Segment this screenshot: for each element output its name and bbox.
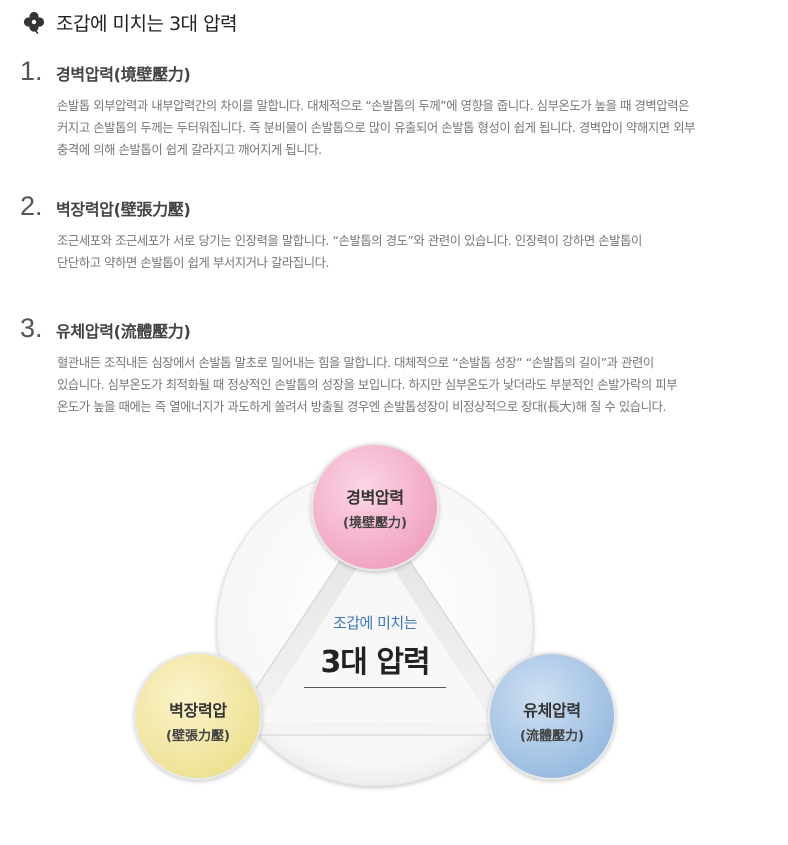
body-line: 손발톱 외부압력과 내부압력간의 차이를 말합니다. 대체적으로 “손발톱의 두…	[57, 99, 690, 113]
body-line: 단단하고 약하면 손발톱이 쉽게 부서지거나 갈라집니다.	[57, 256, 330, 270]
body-line: 충격에 의해 손발톱이 쉽게 갈라지고 깨어지게 됩니다.	[57, 143, 322, 157]
center-subtitle: 조갑에 미치는	[332, 614, 418, 632]
label-top-hanja: (境壁壓力)	[343, 516, 407, 531]
center-label: 조갑에 미치는 3대 압력	[290, 612, 460, 688]
label-left-title: 벽장력압	[169, 701, 227, 720]
section-body: 조근세포와 조근세포가 서로 당기는 인장력을 말합니다. “손발톱의 경도”와…	[57, 230, 775, 274]
center-title: 3대 압력	[320, 645, 430, 680]
section-number: 1.	[20, 56, 43, 86]
body-line: 온도가 높을 때에는 즉 열에너지가 과도하게 쏠려서 방출될 경우엔 손발톱성…	[57, 400, 667, 414]
section-title: 경벽압력(境壁壓力)	[56, 65, 191, 84]
section-number: 2.	[20, 191, 43, 221]
label-right-title: 유체압력	[523, 701, 581, 720]
body-line: 혈관내든 조직내든 심장에서 손발톱 말초로 밀어내는 힘을 말합니다. 대체적…	[57, 356, 654, 370]
section-body: 손발톱 외부압력과 내부압력간의 차이를 말합니다. 대체적으로 “손발톱의 두…	[57, 95, 775, 161]
section-title: 벽장력압(壁張力壓)	[56, 200, 191, 219]
clover-icon	[23, 11, 45, 34]
section-title: 유체압력(流體壓力)	[56, 322, 191, 341]
section-1: 1. 경벽압력(境壁壓力) 손발톱 외부압력과 내부압력간의 차이를 말합니다.…	[20, 56, 775, 161]
label-right-hanja: (流體壓力)	[520, 729, 584, 744]
section-number: 3.	[20, 313, 43, 343]
center-underline	[304, 687, 446, 688]
section-2: 2. 벽장력압(壁張力壓) 조근세포와 조근세포가 서로 당기는 인장력을 말합…	[20, 191, 775, 274]
label-top-title: 경벽압력	[346, 488, 404, 507]
label-right: 유체압력 (流體壓力)	[492, 697, 612, 744]
label-left-hanja: (壁張力壓)	[166, 729, 230, 744]
label-left: 벽장력압 (壁張力壓)	[138, 697, 258, 744]
body-line: 조근세포와 조근세포가 서로 당기는 인장력을 말합니다. “손발톱의 경도”와…	[57, 234, 642, 248]
page-title: 조갑에 미치는 3대 압력	[56, 12, 238, 35]
body-line: 커지고 손발톱의 두께는 두터워집니다. 즉 분비물이 손발톱으로 많이 유출되…	[57, 121, 696, 135]
page-header: 조갑에 미치는 3대 압력	[22, 8, 238, 36]
section-3: 3. 유체압력(流體壓力) 혈관내든 조직내든 심장에서 손발톱 말초로 밀어내…	[20, 313, 775, 418]
section-body: 혈관내든 조직내든 심장에서 손발톱 말초로 밀어내는 힘을 말합니다. 대체적…	[57, 352, 775, 418]
label-top: 경벽압력 (境壁壓力)	[315, 484, 435, 531]
body-line: 있습니다. 심부온도가 최적화될 때 정상적인 손발톱의 성장을 보입니다. 하…	[57, 378, 678, 392]
